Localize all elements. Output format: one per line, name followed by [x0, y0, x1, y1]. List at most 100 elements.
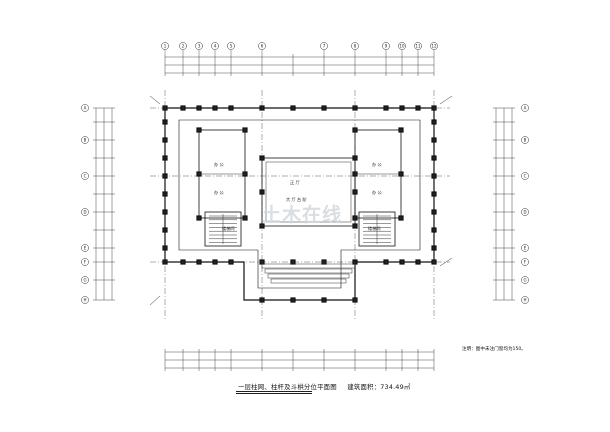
- column: [415, 259, 421, 265]
- column: [162, 105, 168, 111]
- column: [162, 155, 168, 161]
- drawing-title: 一层柱网、柱杆及斗栱分位平面图: [238, 383, 337, 391]
- grid-label-left: A: [84, 106, 87, 111]
- room-hall-sub: 大 厅 台 阶: [286, 197, 307, 202]
- grid-label-top: 6: [261, 44, 264, 49]
- column: [162, 137, 168, 143]
- grid-bubble-top: [382, 42, 390, 50]
- entrance-step: [267, 273, 350, 279]
- room-hall-main: 正 厅: [290, 180, 300, 185]
- grid-label-top: 2: [182, 44, 185, 49]
- column: [180, 105, 186, 111]
- title-underline-thin: [236, 393, 312, 394]
- column: [290, 297, 296, 303]
- column: [352, 155, 358, 161]
- column: [399, 105, 405, 111]
- column: [431, 245, 437, 251]
- grid-bubble-right: [521, 276, 529, 284]
- drawing-title-block: 一层柱网、柱杆及斗栱分位平面图 建筑面积：734.49㎡: [238, 382, 410, 391]
- column: [162, 245, 168, 251]
- column: [259, 297, 265, 303]
- grid-label-right: H: [523, 298, 526, 303]
- central-hall-inner: [265, 161, 352, 223]
- annotation-leader: [439, 95, 453, 105]
- grid-bubble-top: [227, 42, 235, 50]
- grid-label-top: 1: [164, 44, 167, 49]
- column: [290, 259, 296, 265]
- column: [383, 105, 389, 111]
- grid-bubble-right: [521, 136, 529, 144]
- grid-bubble-right: [521, 208, 529, 216]
- annotation-leader: [149, 295, 161, 306]
- grid-bubble-top: [320, 42, 328, 50]
- column: [212, 259, 218, 265]
- column: [290, 105, 296, 111]
- grid-bubble-left: [81, 276, 89, 284]
- column: [398, 127, 404, 133]
- annotation-leader: [439, 257, 453, 267]
- column: [352, 105, 358, 111]
- area-label: 建筑面积：734.49㎡: [347, 383, 411, 391]
- grid-label-right: A: [524, 106, 527, 111]
- room-left-2: 办 公: [214, 190, 224, 195]
- column: [228, 259, 234, 265]
- column: [180, 259, 186, 265]
- grid-label-left: C: [84, 174, 87, 179]
- column: [352, 127, 358, 133]
- column: [321, 297, 327, 303]
- title-underline: [236, 391, 312, 392]
- column: [431, 173, 437, 179]
- room-right-2: 办 公: [372, 190, 382, 195]
- grid-label-top: 8: [354, 44, 357, 49]
- grid-label-right: C: [524, 174, 527, 179]
- column: [259, 259, 265, 265]
- grid-label-right: E: [524, 246, 527, 251]
- column: [352, 215, 358, 221]
- column: [431, 119, 437, 125]
- column: [399, 259, 405, 265]
- column: [352, 297, 358, 303]
- grid-label-top: 11: [415, 44, 421, 49]
- stair-right-box: [358, 211, 396, 247]
- grid-bubble-left: [81, 172, 89, 180]
- entrance-step: [270, 278, 347, 284]
- grid-bubble-top: [211, 42, 219, 50]
- column: [398, 215, 404, 221]
- grid-bubble-right: [521, 258, 529, 266]
- grid-bubble-left: [81, 296, 89, 304]
- grid-label-top: 3: [198, 44, 201, 49]
- watermark: 土木在线: [262, 204, 343, 226]
- column: [242, 127, 248, 133]
- column: [259, 189, 265, 195]
- room-right-1: 办 公: [372, 162, 382, 167]
- column: [431, 259, 437, 265]
- column: [162, 173, 168, 179]
- stair-right: 楼梯间: [368, 226, 381, 231]
- grid-bubble-left: [81, 244, 89, 252]
- grid-bubble-right: [521, 244, 529, 252]
- grid-label-top: 5: [230, 44, 233, 49]
- column: [431, 155, 437, 161]
- grid-bubble-right: [521, 172, 529, 180]
- grid-bubble-right: [521, 296, 529, 304]
- grid-bubble-top: [195, 42, 203, 50]
- grid-label-top: 9: [385, 44, 388, 49]
- grid-label-right: F: [524, 260, 527, 265]
- grid-label-left: B: [84, 138, 87, 143]
- column: [352, 189, 358, 195]
- grid-bubble-top: [398, 42, 406, 50]
- grid-bubble-left: [81, 258, 89, 266]
- column: [162, 259, 168, 265]
- entrance-step: [264, 268, 353, 274]
- grid-label-top: 7: [323, 44, 326, 49]
- column: [415, 105, 421, 111]
- grid-label-left: F: [84, 260, 87, 265]
- column: [259, 155, 265, 161]
- column: [321, 259, 327, 265]
- grid-label-top: 10: [399, 44, 405, 49]
- grid-bubble-top: [414, 42, 422, 50]
- column: [162, 191, 168, 197]
- column: [162, 227, 168, 233]
- column: [431, 191, 437, 197]
